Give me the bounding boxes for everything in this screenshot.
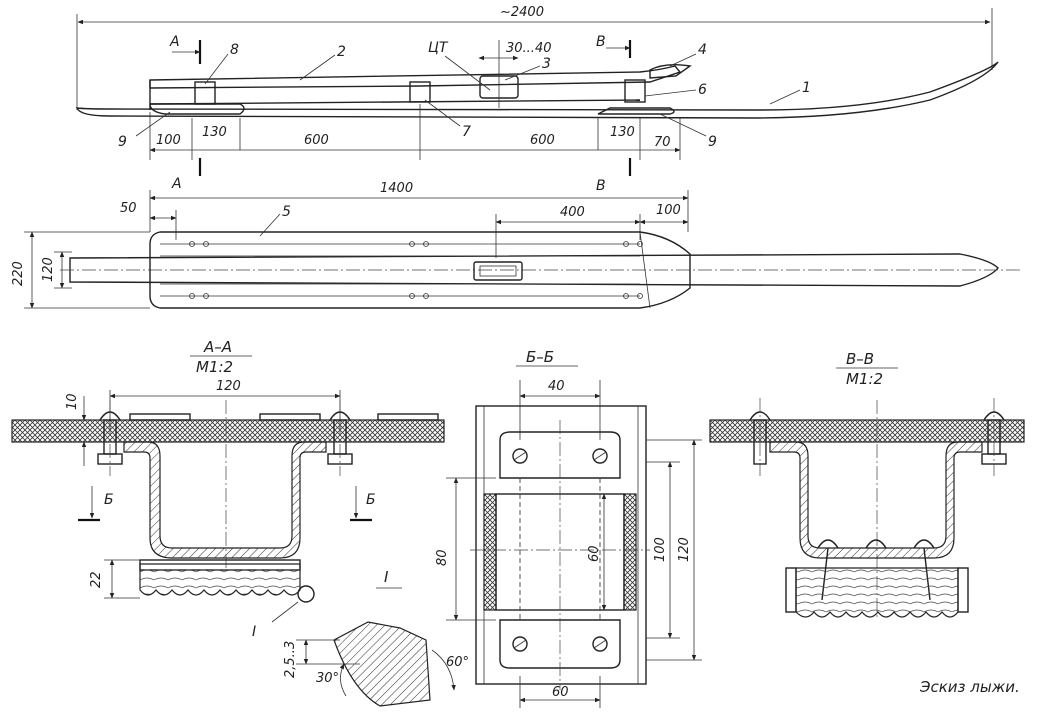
part-4: 4 (698, 42, 707, 58)
part-2: 2 (337, 44, 346, 60)
dim-50: 50 (120, 201, 137, 216)
dim-130-left: 130 (202, 125, 227, 140)
bb-dim-40: 40 (548, 379, 565, 394)
plan-length: 1400 (380, 181, 413, 196)
aa-detail-ref: I (252, 624, 256, 640)
aa-dim-10: 10 (65, 393, 80, 410)
part-9-left: 9 (118, 134, 127, 150)
width-220: 220 (11, 261, 26, 286)
part-9-right: 9 (708, 134, 717, 150)
screw-holes (189, 241, 643, 299)
bb-dim-100: 100 (653, 537, 668, 562)
section-bb: Б–Б 40 80 60 100 (435, 348, 702, 708)
dim-600-right: 600 (530, 133, 555, 148)
dim-100-plan: 100 (656, 203, 681, 218)
section-aa-scale: М1:2 (196, 358, 233, 376)
overall-length: ~2400 (500, 5, 544, 20)
section-vv-scale: М1:2 (846, 370, 883, 388)
bb-dim-80: 80 (435, 549, 450, 566)
section-bb-title: Б–Б (526, 348, 554, 366)
dim-400: 400 (560, 205, 585, 220)
detail-angle-30: 30° (316, 671, 339, 686)
drawing-caption: Эскиз лыжи. (919, 678, 1020, 696)
section-mark-v-top: В (596, 34, 606, 50)
section-mark-v-bottom: В (596, 178, 606, 194)
detail-i-label: I (384, 568, 389, 586)
bb-dim-60-bottom: 60 (552, 685, 569, 700)
detail-dim-25-3: 2,5..3 (283, 641, 298, 678)
section-aa: А–А М1:2 120 10 Б Б (11, 338, 445, 640)
aa-dim-120: 120 (216, 379, 241, 394)
dim-30-40: 30...40 (506, 41, 551, 56)
dim-130-right: 130 (610, 125, 635, 140)
plan-view: 1400 50 400 100 5 (11, 181, 1020, 309)
section-vv-title: В–В (846, 350, 874, 368)
part-6: 6 (698, 82, 707, 98)
part-1: 1 (802, 80, 811, 96)
part-8: 8 (230, 42, 239, 58)
part-3: 3 (542, 56, 551, 72)
part-5: 5 (282, 204, 291, 220)
bb-dim-120: 120 (677, 537, 692, 562)
dim-100: 100 (156, 133, 181, 148)
detail-i: I 2,5..3 30° 60° (283, 568, 469, 707)
section-vv: В–В М1:2 (709, 350, 1025, 620)
aa-dim-22: 22 (89, 571, 104, 588)
bb-dim-60-inner: 60 (587, 545, 602, 562)
aa-cut-label-left: Б (104, 492, 114, 508)
section-mark-a-bottom: А (171, 176, 182, 192)
dim-70: 70 (654, 135, 671, 150)
section-aa-title: А–А (203, 338, 232, 356)
width-120: 120 (41, 257, 56, 282)
side-view: ~2400 30...40 ЦТ А А В В (75, 5, 999, 194)
dim-600-left: 600 (304, 133, 329, 148)
part-7: 7 (462, 124, 471, 140)
aa-cut-label-right: Б (366, 492, 376, 508)
section-mark-a-top: А (169, 34, 180, 50)
cg-label: ЦТ (428, 40, 449, 56)
detail-angle-60: 60° (446, 655, 469, 670)
